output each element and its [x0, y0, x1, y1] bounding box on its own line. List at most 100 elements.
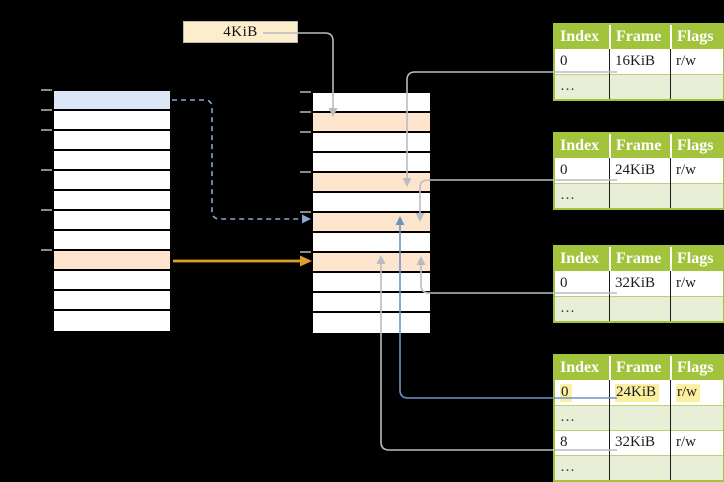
- entry-index-cell: …: [560, 187, 575, 203]
- entry-index-cell: 0: [555, 380, 609, 405]
- memory-row-orange: [313, 113, 430, 133]
- entry-frame-cell: 32KiB: [609, 430, 670, 455]
- memory-row: [313, 93, 430, 113]
- memory-row: [54, 311, 170, 331]
- address-tick: [300, 171, 311, 173]
- memory-row: [313, 233, 430, 253]
- memory-row-orange: [313, 253, 430, 273]
- column-header-frame: Frame: [609, 134, 670, 158]
- memory-row: [54, 231, 170, 251]
- column-header-index: Index: [560, 359, 600, 376]
- address-tick: [41, 169, 52, 171]
- memory-row: [54, 191, 170, 211]
- address-tick: [300, 131, 311, 133]
- virtual-page-dashed-arrow-head: [302, 214, 311, 224]
- column-header-frame: Frame: [609, 25, 670, 49]
- memory-row: [54, 131, 170, 151]
- entry-flags-cell: [670, 405, 723, 430]
- entry-frame-cell: 32KiB: [609, 271, 670, 296]
- entry-frame-cell: 24KiB: [609, 380, 670, 405]
- entry-flags-cell: r/w: [670, 430, 723, 455]
- entry-index-cell: …: [560, 459, 575, 475]
- entry-index-cell: …: [560, 409, 575, 425]
- memory-row-blue: [54, 91, 170, 111]
- entry-flags-cell: [670, 74, 723, 99]
- highlighted-value: 0: [560, 383, 572, 402]
- page-size-label: 4KiB: [183, 21, 298, 43]
- memory-row: [54, 211, 170, 231]
- page-table-entry: 0 24KiB r/w: [555, 380, 723, 405]
- memory-row-orange: [54, 251, 170, 271]
- virtual-page-dashed-arrow: [172, 99, 302, 220]
- entry-frame-cell: [609, 405, 670, 430]
- page-size-label-text: 4KiB: [223, 23, 258, 40]
- entry-flags-cell: r/w: [670, 49, 723, 74]
- memory-row: [313, 133, 430, 153]
- column-header-flags: Flags: [670, 356, 723, 380]
- column-header-flags: Flags: [670, 247, 723, 271]
- entry-flags-cell: [670, 296, 723, 321]
- entry-frame-cell: 16KiB: [609, 49, 670, 74]
- highlighted-value: 24KiB: [615, 383, 660, 402]
- entry-frame-cell: [609, 296, 670, 321]
- address-tick: [300, 211, 311, 213]
- entry-frame-cell: [609, 74, 670, 99]
- virtual-page-solid-arrow-head: [300, 255, 312, 267]
- entry-index-cell: 0: [560, 162, 568, 178]
- entry-flags-cell: [670, 183, 723, 208]
- entry-frame-cell: [609, 183, 670, 208]
- highlighted-value: r/w: [676, 383, 700, 402]
- page-table-entry: …: [555, 183, 723, 208]
- entry-frame-cell: 24KiB: [609, 158, 670, 183]
- page-table-entry: …: [555, 74, 723, 99]
- column-header-index: Index: [560, 28, 600, 45]
- address-tick: [300, 111, 311, 113]
- column-header-frame: Frame: [609, 247, 670, 271]
- memory-row: [54, 111, 170, 131]
- left-memory-column: [53, 90, 171, 331]
- column-header-index: Index: [560, 250, 600, 267]
- entry-index-cell: 0: [560, 53, 568, 69]
- entry-index-cell: …: [560, 78, 575, 94]
- address-tick: [41, 129, 52, 131]
- memory-row: [54, 171, 170, 191]
- address-tick: [300, 91, 311, 93]
- address-tick: [300, 251, 311, 253]
- column-header-flags: Flags: [670, 25, 723, 49]
- column-header-index: Index: [560, 137, 600, 154]
- entry-index-cell: …: [560, 300, 575, 316]
- entry-frame-cell: [609, 455, 670, 480]
- entry-flags-cell: r/w: [670, 271, 723, 296]
- column-header-frame: Frame: [609, 356, 670, 380]
- entry-flags-cell: [670, 455, 723, 480]
- address-tick: [41, 109, 52, 111]
- memory-row: [313, 153, 430, 173]
- memory-row: [313, 273, 430, 293]
- memory-row: [54, 291, 170, 311]
- memory-row: [54, 271, 170, 291]
- memory-row: [313, 293, 430, 313]
- page-table-entry: …: [555, 405, 723, 430]
- address-tick: [41, 249, 52, 251]
- entry-index-cell: 0: [560, 275, 568, 291]
- memory-row: [54, 151, 170, 171]
- address-tick: [41, 209, 52, 211]
- middle-memory-column: [312, 92, 431, 333]
- entry-flags-cell: r/w: [670, 380, 723, 405]
- memory-row: [313, 193, 430, 213]
- entry-flags-cell: r/w: [670, 158, 723, 183]
- column-header-flags: Flags: [670, 134, 723, 158]
